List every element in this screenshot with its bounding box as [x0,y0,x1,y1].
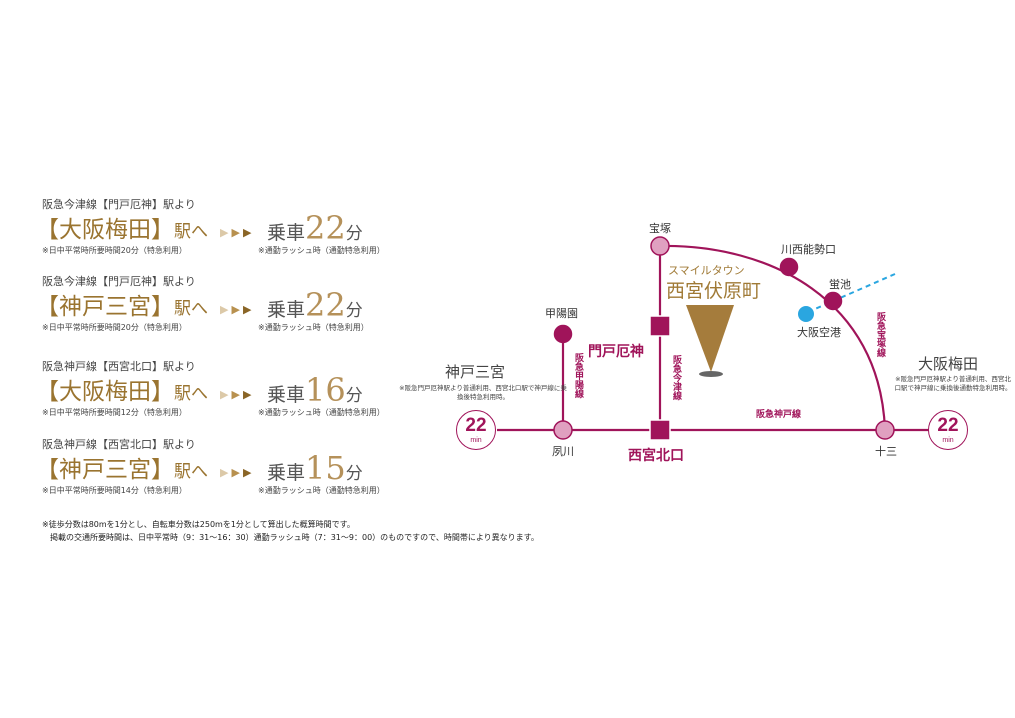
daytime-note: ※日中平常時所要時間12分（特急利用） [42,408,187,417]
destination-suffix: 駅へ [174,462,208,482]
route-destination: 【神戸三宮】駅へ [36,295,208,321]
station-nishinomiya [649,419,671,441]
ride-unit: 分 [345,301,363,321]
ride-time: 乗車15分 [267,451,363,485]
footnote-2: 掲載の交通所要時間は、日中平常時（9：31〜16：30）通勤ラッシュ時（7：31… [50,533,539,542]
kobe-city-name: 神戸三宮 [445,363,506,381]
station-mondo [649,315,671,337]
arrow-icon: ▶ [231,388,243,401]
label-airport: 大阪空港 [797,326,841,339]
ride-time: 乗車16分 [267,373,363,407]
arrow-icon: ▶ [242,466,255,479]
site-marker-icon [686,305,734,372]
ride-label: 乗車 [267,462,306,484]
route-destination: 【大阪梅田】駅へ [36,218,208,244]
station-hotarugaike [823,291,843,311]
ride-minutes: 15 [305,449,346,487]
kobe-unit: min [470,437,482,444]
umeda-time-badge: 22 min [928,410,968,450]
label-koyoen: 甲陽園 [545,307,578,320]
site-name: 西宮伏原町 [666,280,762,302]
destination-suffix: 駅へ [174,222,208,242]
station-takarazuka [650,236,670,256]
ride-unit: 分 [345,224,363,244]
footnote-1: ※徒歩分数は80mを1分とし、自転車分数は250mを1分として算出した概算時間で… [42,520,355,529]
label-mondo: 門戸厄神 [588,344,644,360]
label-nishinomiya: 西宮北口 [628,448,684,464]
rush-note: ※通勤ラッシュ時（特急利用） [258,323,369,332]
site-marker-shadow [699,371,723,377]
label-hotarugaike: 蛍池 [829,278,851,291]
destination-name: 【大阪梅田】 [36,217,174,243]
ride-label: 乗車 [267,299,306,321]
route-origin: 阪急神戸線【西宮北口】駅より [42,360,196,373]
label-takarazuka: 宝塚 [649,222,671,235]
daytime-note: ※日中平常時所要時間20分（特急利用） [42,246,187,255]
destination-suffix: 駅へ [174,384,208,404]
station-koyoen [553,324,573,344]
arrow-icons: ▶▶▶ [220,389,254,401]
station-shukugawa [553,420,573,440]
kobe-city-note: ※阪急門戸厄神駅より普通利用、西宮北口駅で神戸線に乗換後特急利用時。 [399,384,567,401]
label-kawanishi: 川西能勢口 [781,243,836,256]
label-shukugawa: 夙川 [552,445,574,458]
destination-name: 【神戸三宮】 [36,294,174,320]
ride-minutes: 16 [305,371,346,409]
destination-name: 【大阪梅田】 [36,379,174,405]
destination-suffix: 駅へ [174,299,208,319]
daytime-note: ※日中平常時所要時間14分（特急利用） [42,486,187,495]
arrow-icon: ▶ [231,226,243,239]
ride-minutes: 22 [305,209,346,247]
arrow-icons: ▶▶▶ [220,304,254,316]
arrow-icons: ▶▶▶ [220,227,254,239]
route-origin: 阪急神戸線【西宮北口】駅より [42,438,196,451]
station-juso [875,420,895,440]
site-subtitle: スマイルタウン [668,264,745,277]
arrow-icon: ▶ [242,226,255,239]
arrow-icon: ▶ [220,303,232,316]
label-koyo-line: 阪急甲陽線 [573,353,583,398]
takarazuka-line-track [659,244,887,431]
ride-time: 乗車22分 [267,211,363,245]
kobe-minutes: 22 [465,415,487,436]
arrow-icon: ▶ [220,388,232,401]
daytime-note: ※日中平常時所要時間20分（特急利用） [42,323,187,332]
ride-label: 乗車 [267,222,306,244]
umeda-city-note: ※阪急門戸厄神駅より普通利用、西宮北口駅で神戸線に乗換後通勤特急利用時。 [894,375,1012,392]
arrow-icon: ▶ [242,388,255,401]
rush-note: ※通勤ラッシュ時（通勤特急利用） [258,246,385,255]
ride-minutes: 22 [305,286,346,324]
label-takarazuka-line: 阪急宝塚線 [875,312,885,357]
destination-name: 【神戸三宮】 [36,457,174,483]
route-destination: 【神戸三宮】駅へ [36,458,208,484]
kobe-time-badge: 22 min [456,410,496,450]
ride-unit: 分 [345,386,363,406]
airport-monorail [807,273,896,313]
route-origin: 阪急今津線【門戸厄神】駅より [42,198,196,211]
rush-note: ※通勤ラッシュ時（通勤特急利用） [258,486,385,495]
umeda-city-name: 大阪梅田 [918,355,979,373]
arrow-icons: ▶▶▶ [220,467,254,479]
arrow-icon: ▶ [231,303,243,316]
label-kobe-line: 阪急神戸線 [756,410,802,420]
ride-label: 乗車 [267,384,306,406]
arrow-icon: ▶ [231,466,243,479]
label-juso: 十三 [875,445,897,458]
umeda-minutes: 22 [937,415,959,436]
station-airport [798,306,814,322]
label-imazu-line: 阪急今津線 [671,355,681,400]
station-kawanishi [779,257,799,277]
rush-note: ※通勤ラッシュ時（通勤特急利用） [258,408,385,417]
arrow-icon: ▶ [220,466,232,479]
umeda-unit: min [942,437,954,444]
ride-time: 乗車22分 [267,288,363,322]
route-origin: 阪急今津線【門戸厄神】駅より [42,275,196,288]
route-destination: 【大阪梅田】駅へ [36,380,208,406]
ride-unit: 分 [345,464,363,484]
arrow-icon: ▶ [242,303,255,316]
arrow-icon: ▶ [220,226,232,239]
